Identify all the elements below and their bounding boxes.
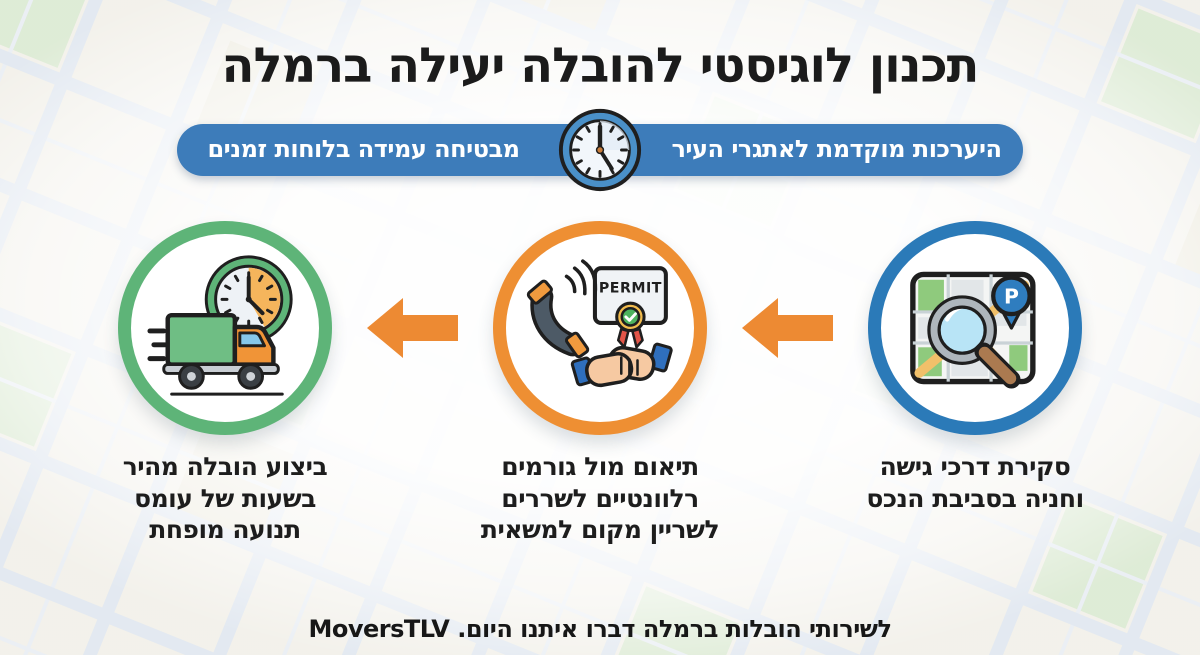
step-fast-offpeak-move: ביצוע הובלה מהיר בשעות של עומס תנועה מופ… — [83, 221, 367, 546]
process-steps-row: P סקירת דרכי גישה וחניה בסביבת הנכס — [0, 221, 1200, 546]
timeline-banner: היערכות מוקדמת לאתגרי העיר מבטיחה עמידה … — [177, 108, 1023, 192]
caption-line: סקירת דרכי גישה — [879, 452, 1071, 481]
permit-label: PERMIT — [599, 281, 662, 297]
caption-line: וחניה בסביבת הנכס — [866, 483, 1084, 513]
page-title: תכנון לוגיסטי להובלה יעילה ברמלה — [221, 38, 980, 94]
step-access-parking-survey: P סקירת דרכי גישה וחניה בסביבת הנכס — [833, 221, 1117, 514]
parking-badge-label: P — [1004, 284, 1019, 308]
step-caption: סקירת דרכי גישה וחניה בסביבת הנכס — [866, 451, 1084, 514]
caption-line: תיאום מול גורמים — [501, 452, 699, 481]
clock-icon — [558, 108, 642, 192]
step-caption: תיאום מול גורמים רלוונטיים לשררים לשריין… — [480, 451, 720, 546]
caption-line: ביצוע הובלה מהיר — [122, 452, 328, 481]
flow-arrow-icon — [367, 298, 458, 358]
banner-right-text: היערכות מוקדמת לאתגרי העיר — [671, 135, 1002, 163]
caption-line: רלוונטיים לשררים — [501, 483, 699, 513]
step-caption: ביצוע הובלה מהיר בשעות של עומס תנועה מופ… — [123, 451, 328, 546]
step-icon-circle — [118, 221, 332, 435]
caption-line: בשעות של עומס — [134, 483, 316, 513]
flow-arrow-icon — [742, 298, 833, 358]
caption-line: תנועה מופחת — [149, 515, 301, 544]
footer-cta: לשירותי הובלות ברמלה דברו איתנו היום. Mo… — [308, 615, 892, 643]
banner-left-text: מבטיחה עמידה בלוחות זמנים — [207, 135, 520, 163]
phone-permit-handshake-icon: PERMIT — [526, 259, 673, 388]
step-icon-circle: PERMIT — [493, 221, 707, 435]
map-magnifier-parking-icon: P — [910, 271, 1036, 389]
caption-line: לשריין מקום למשאית — [480, 515, 720, 544]
speeding-truck-clock-icon — [147, 255, 293, 396]
step-icon-circle: P — [868, 221, 1082, 435]
step-authority-coordination: PERMIT — [458, 221, 742, 546]
